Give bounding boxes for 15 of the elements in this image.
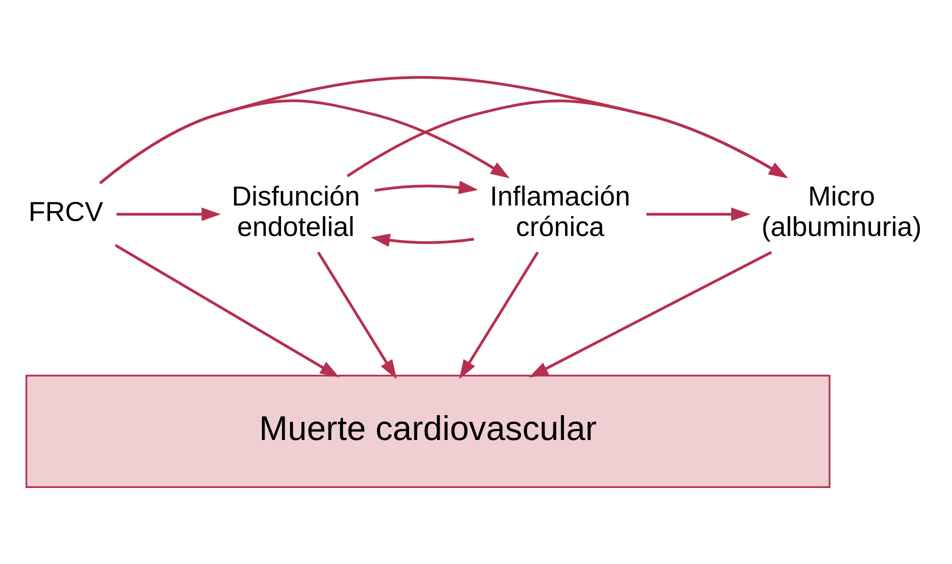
arrow <box>317 252 397 380</box>
node-text: Disfunción endotelial <box>232 180 360 242</box>
arrow <box>114 244 340 378</box>
arrow <box>370 234 474 247</box>
node-box: Muerte cardiovascular <box>26 374 830 488</box>
node-text: Micro (albuminuria) <box>761 180 922 242</box>
arrow <box>99 76 788 184</box>
arrow <box>528 251 772 378</box>
node-text: Inflamación crónica <box>490 180 630 242</box>
arrow <box>374 180 478 194</box>
arrow <box>459 252 539 380</box>
arrow <box>646 208 750 221</box>
node-text: FRCV <box>28 196 104 227</box>
arrow <box>116 208 221 221</box>
arrow <box>346 100 788 178</box>
